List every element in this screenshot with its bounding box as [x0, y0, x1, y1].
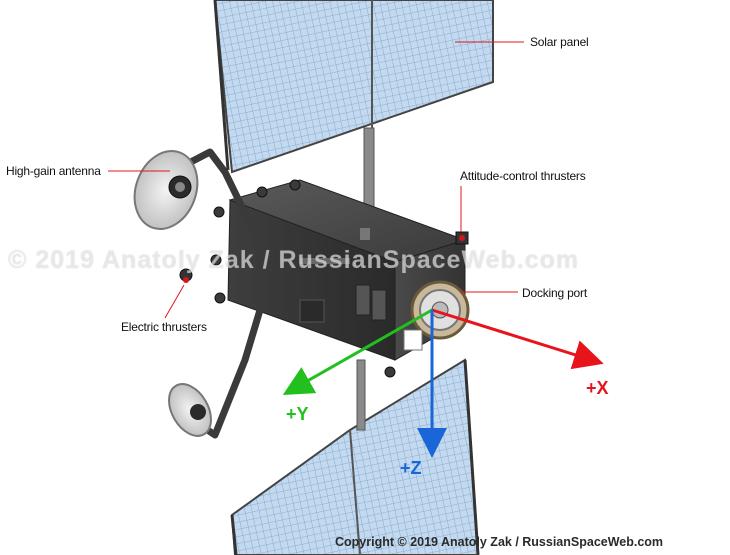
y-axis-label: +Y [286, 404, 309, 424]
coordinate-axes [282, 308, 604, 458]
electric-thrusters-label: Electric thrusters [121, 320, 207, 334]
thruster-pods [179, 179, 469, 378]
upper-solar-panel [213, 0, 494, 174]
high-gain-antenna-lower [168, 308, 264, 439]
docking-port-label: Docking port [522, 286, 587, 300]
z-axis-label: +Z [400, 458, 422, 478]
watermark: © 2019 Anatoly Zak / RussianSpaceWeb.com [8, 246, 580, 274]
leader-lines [108, 41, 524, 319]
solar-panel-label: Solar panel [530, 35, 589, 49]
attitude-control-thrusters-label: Attitude-control thrusters [460, 169, 586, 183]
x-axis-label: +X [586, 378, 609, 398]
docking-port [403, 280, 470, 351]
y-axis-arrow [282, 308, 433, 395]
x-axis-arrow [431, 308, 604, 370]
copyright-notice: Copyright © 2019 Anatoly Zak / RussianSp… [335, 535, 664, 549]
lower-solar-panel [230, 358, 480, 555]
high-gain-antenna-label: High-gain antenna [6, 164, 101, 178]
